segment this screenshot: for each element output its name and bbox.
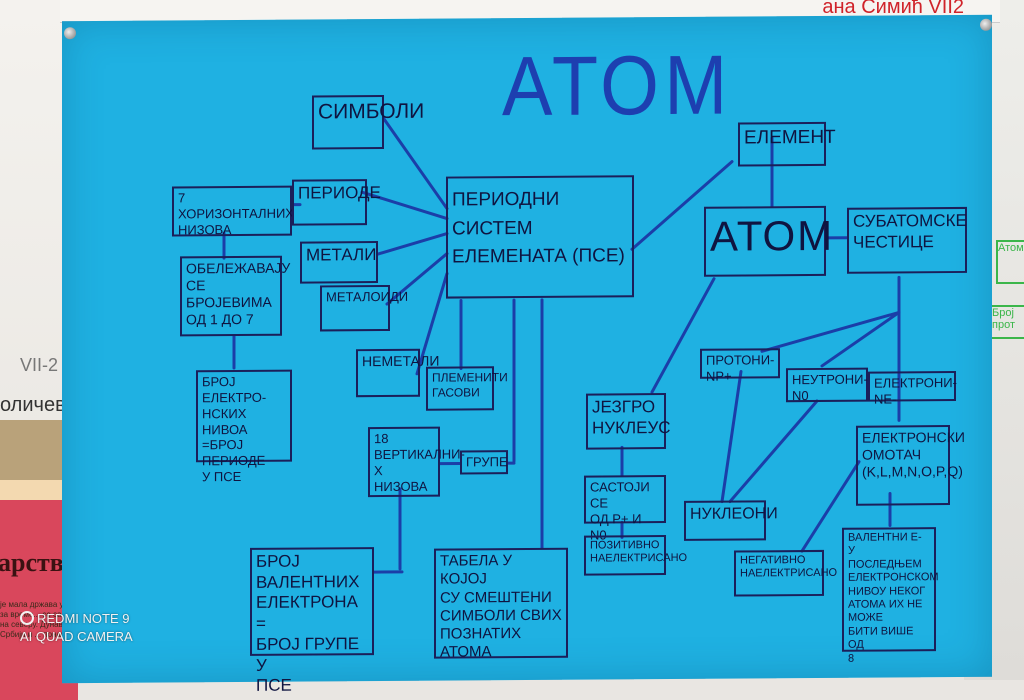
node-sastoji-se: САСТОЈИ СЕ ОД p+ И n0 (584, 475, 666, 524)
node-simboli: СИМБОЛИ (312, 95, 384, 150)
node-elektroni: ЕЛЕКТРОНИ-Ne- (868, 371, 956, 402)
left-label-fragment: оличев (0, 394, 66, 417)
node-nukleoni: НУКЛЕОНИ (684, 500, 766, 541)
node-oznacavaju: ОБЕЛЕЖАВАЈУ СЕ БРОЈЕВИМА ОД 1 ДО 7 (180, 256, 282, 337)
node-jezgro: ЈЕЗГРО НУКЛЕУС (586, 393, 666, 450)
node-valentni-e-poslednji-nivo: ВАЛЕНТНИ e- У ПОСЛЕДЊЕМ ЕЛЕКТРОНСКОМ НИВ… (842, 527, 936, 652)
poster-title: АТОМ (502, 37, 733, 136)
node-broj-nivoa: БРОЈ ЕЛЕКТРО- НСКИХ НИВОА =БРОЈ ПЕРИОДЕ … (196, 370, 292, 463)
node-plemeniti-gasovi: ПЛЕМЕНИТИ ГАСОВИ (426, 366, 494, 410)
node-elektronski-omotac: ЕЛЕКТРОНСКИ ОМОТАЧ (K,L,M,N,O,P,Q) (856, 425, 950, 506)
node-periode: ПЕРИОДЕ (292, 179, 367, 226)
node-valentni-elektroni: БРОЈ ВАЛЕНТНИХ ЕЛЕКТРОНА = БРОЈ ГРУПЕ У … (250, 547, 374, 656)
node-subatomske-cestice: СУБАТОМСКЕ ЧЕСТИЦЕ (847, 207, 967, 274)
node-metali: МЕТАЛИ (300, 241, 378, 284)
node-vertikalni-nizovi: 18 ВЕРТИКАЛНИ- Х НИЗОВА (368, 427, 440, 498)
node-grupe: ГРУПЕ (460, 450, 508, 474)
node-metaloidi: МЕТАЛОИДИ (320, 285, 390, 331)
node-pozitivno: ПОЗИТИВНО НАЕЛЕКТРИСАНО (584, 535, 666, 576)
node-element: ЕЛЕМЕНТ (738, 122, 826, 167)
node-negativno: НЕГАТИВНО НАЕЛЕКТРИСАНО (734, 550, 824, 597)
node-periodni-sistem: ПЕРИОДНИ СИСТЕМ ЕЛЕМЕНАТА (ПСЕ) (446, 175, 634, 298)
node-tabela: ТАБЕЛА У КОЈОЈ СУ СМЕШТЕНИ СИМБОЛИ СВИХ … (434, 548, 568, 659)
node-atom: АТОМ (704, 206, 826, 277)
left-label-class: VII-2 (20, 355, 58, 376)
camera-lens-icon (20, 611, 34, 625)
node-nemetali: НЕМЕТАЛИ (356, 349, 420, 397)
node-protoni: ПРОТОНИ-Np+ (700, 348, 780, 379)
watermark-line-2: AI QUAD CAMERA (20, 628, 133, 646)
right-green-note-1: Атом (996, 240, 1024, 284)
watermark-line-1: REDMI NOTE 9 (37, 611, 129, 626)
camera-watermark: REDMI NOTE 9 AI QUAD CAMERA (20, 610, 133, 645)
right-green-note-2: Број прот (990, 305, 1024, 339)
atom-poster: АТОМ СИМБОЛИ 7 ХОРИЗОНТАЛНИХ НИЗОВА ПЕРИ… (62, 15, 992, 683)
node-neutroni: НЕУТРОНИ-N0 (786, 368, 868, 403)
node-horizontal-rows: 7 ХОРИЗОНТАЛНИХ НИЗОВА (172, 186, 292, 237)
